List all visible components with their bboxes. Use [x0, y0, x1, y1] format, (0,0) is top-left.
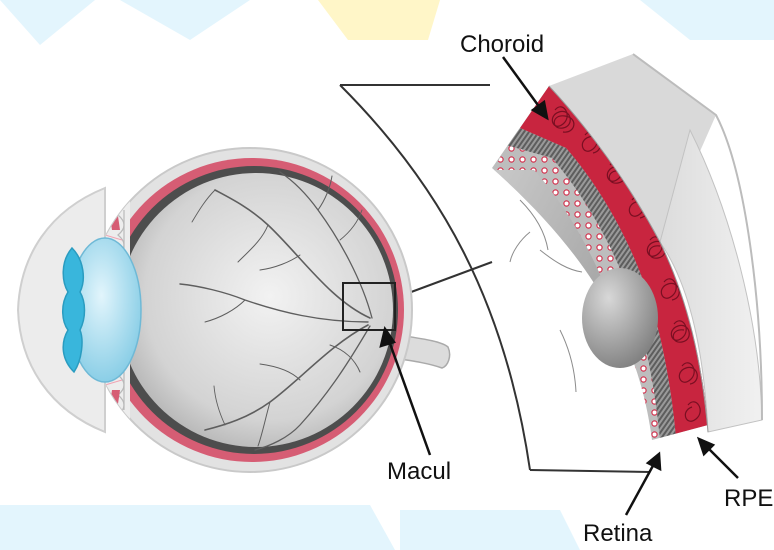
rpe-arrow: [699, 439, 738, 478]
choroid-arrow: [503, 57, 547, 118]
label-choroid: Choroid: [460, 33, 544, 57]
foveal-pit: [582, 268, 658, 368]
label-macula: Macul: [387, 460, 451, 484]
label-rpe: RPE: [724, 487, 773, 511]
iris: [63, 248, 85, 372]
eyeball: [18, 140, 450, 480]
retina-cross-section: [480, 54, 762, 460]
retina-arrow: [626, 454, 660, 515]
label-retina: Retina: [583, 522, 652, 546]
